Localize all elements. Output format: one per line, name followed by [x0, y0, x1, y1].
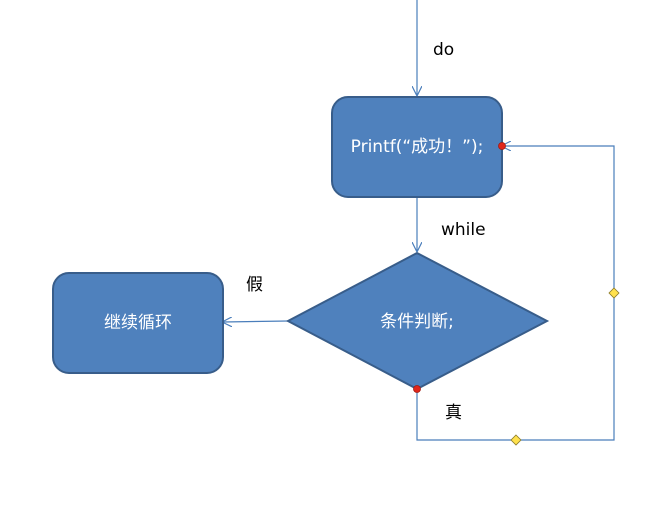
- edge-label-while: while: [441, 220, 486, 240]
- node-condition[interactable]: 条件判断;: [285, 251, 550, 391]
- node-continue-loop[interactable]: 继续循环: [52, 272, 224, 374]
- connector-endpoint[interactable]: [413, 385, 421, 393]
- process-box: [52, 272, 224, 374]
- edge-condition-to-continue: [223, 321, 289, 322]
- node-label: Printf(“成功！”);: [351, 137, 484, 157]
- edge-label-true: 真: [445, 403, 462, 423]
- connector-adjust-handle[interactable]: [608, 287, 620, 299]
- connector-adjust-handle[interactable]: [510, 434, 522, 446]
- node-label: 条件判断;: [380, 312, 454, 332]
- edge-true-loop-back: [416, 146, 615, 441]
- edge-label-false: 假: [246, 275, 263, 295]
- edge-label-do: do: [433, 40, 454, 60]
- node-label: 继续循环: [104, 313, 172, 333]
- node-printf[interactable]: Printf(“成功！”);: [331, 96, 503, 198]
- connector-endpoint[interactable]: [498, 142, 506, 150]
